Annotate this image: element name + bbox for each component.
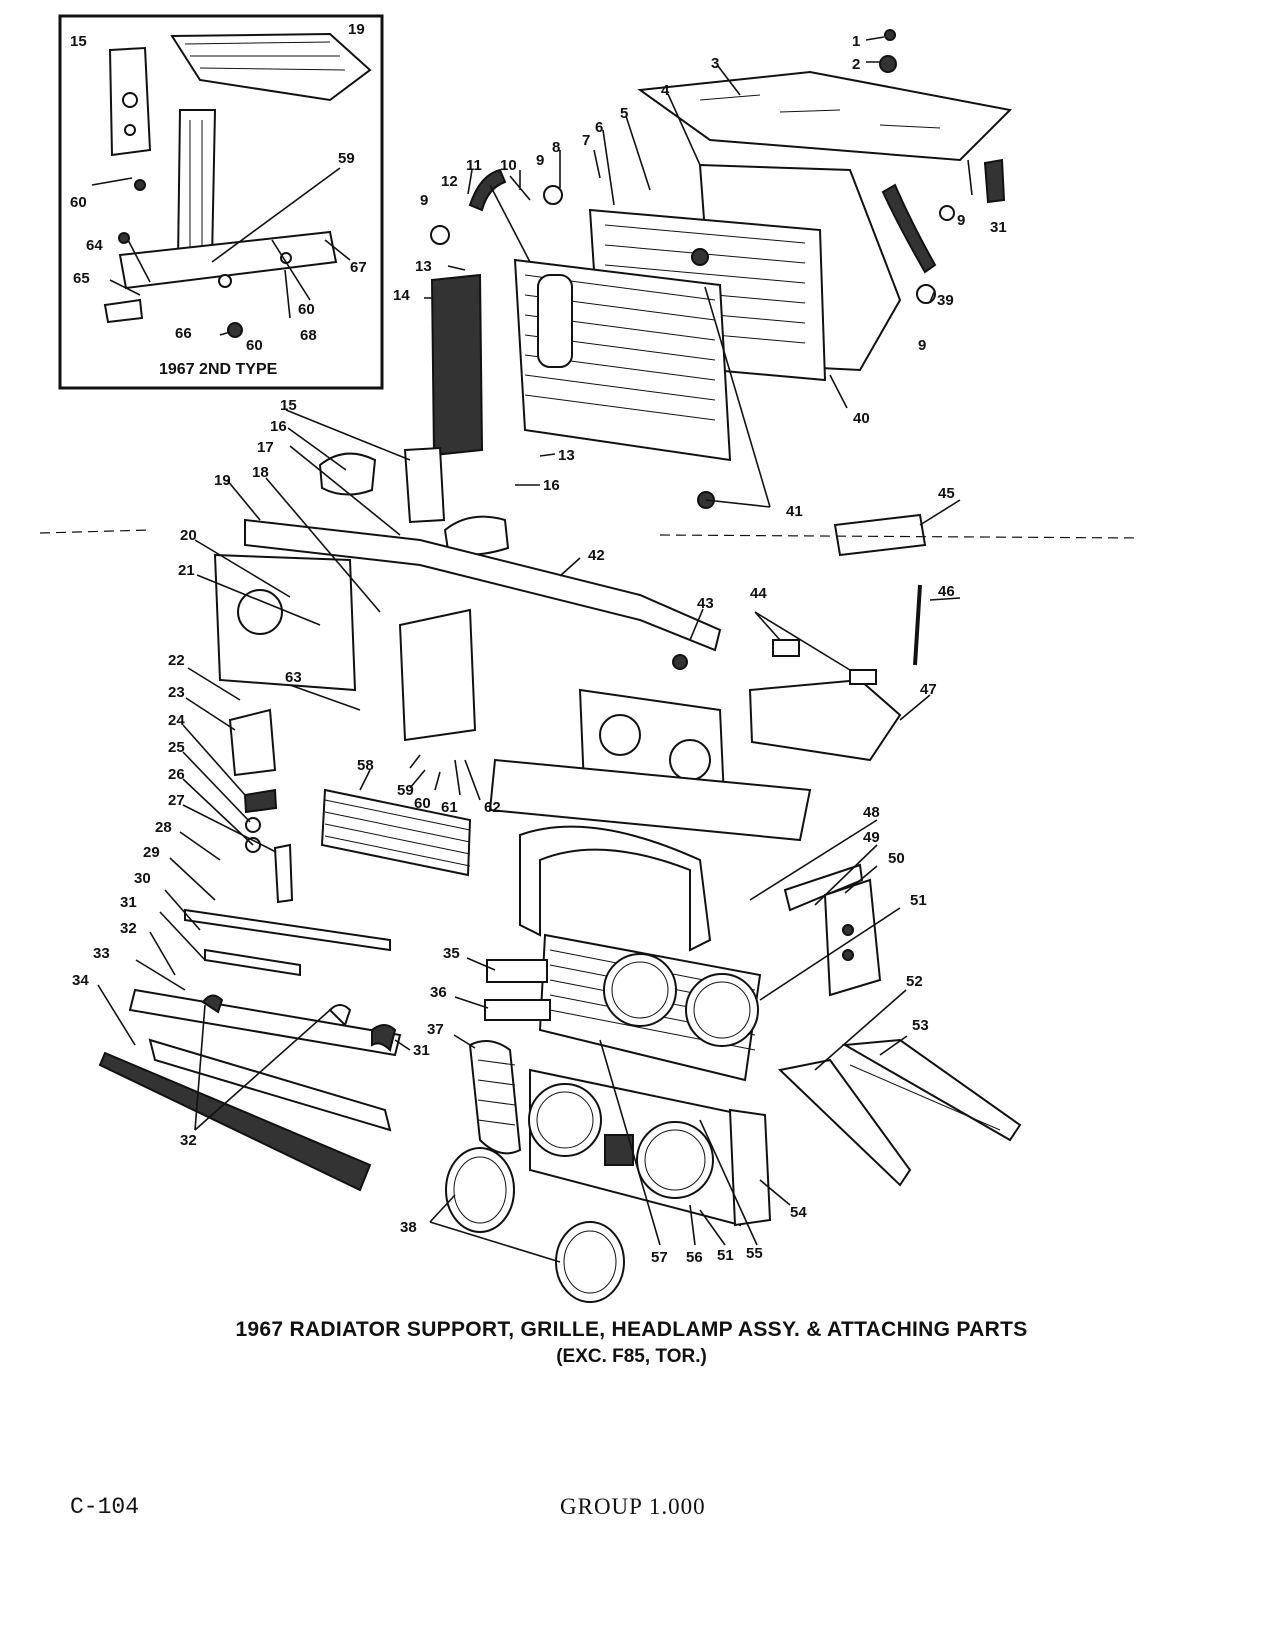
- callout-9: 9: [420, 192, 428, 209]
- callout-53: 53: [912, 1017, 929, 1034]
- callout-58: 58: [357, 757, 374, 774]
- callout-54: 54: [790, 1204, 807, 1221]
- callout-23: 23: [168, 684, 185, 701]
- caption-title: 1967 RADIATOR SUPPORT, GRILLE, HEADLAMP …: [235, 1318, 1028, 1341]
- callout-32: 32: [120, 920, 137, 937]
- callout-24: 24: [168, 712, 185, 729]
- callout-63: 63: [285, 669, 302, 686]
- callout-67: 67: [350, 259, 367, 276]
- callout-47: 47: [920, 681, 937, 698]
- callout-41: 41: [786, 503, 803, 520]
- callout-31: 31: [990, 219, 1007, 236]
- callout-31: 31: [413, 1042, 430, 1059]
- callout-25: 25: [168, 739, 185, 756]
- callout-46: 46: [938, 583, 955, 600]
- callout-61: 61: [441, 799, 458, 816]
- callout-7: 7: [582, 132, 590, 149]
- callout-27: 27: [168, 792, 185, 809]
- radiator-support-group: 15 16 17 18 19 20 21 42 43 44 45 46 47: [178, 397, 961, 842]
- callout-60: 60: [298, 301, 315, 318]
- grille-headlamp-group: 48 49 50 51 52 53 35 36 37 38 54 55 51 5…: [400, 804, 1022, 1303]
- callout-33: 33: [93, 945, 110, 962]
- callout-9: 9: [536, 152, 544, 169]
- callout-51: 51: [717, 1247, 734, 1264]
- callout-62: 62: [484, 799, 501, 816]
- callout-1: 1: [852, 33, 860, 50]
- inset-title: 1967 2ND TYPE: [159, 361, 278, 378]
- callout-15: 15: [70, 33, 87, 50]
- callout-16: 16: [543, 477, 560, 494]
- group-label: GROUP 1.000: [560, 1494, 706, 1519]
- callout-59: 59: [397, 782, 414, 799]
- callout-19: 19: [348, 21, 365, 38]
- callout-56: 56: [686, 1249, 703, 1266]
- callout-14: 14: [393, 287, 410, 304]
- callout-50: 50: [888, 850, 905, 867]
- callout-37: 37: [427, 1021, 444, 1038]
- callout-55: 55: [746, 1245, 763, 1262]
- callout-39: 39: [937, 292, 954, 309]
- callout-18: 18: [252, 464, 269, 481]
- callout-5: 5: [620, 105, 628, 122]
- callout-4: 4: [661, 82, 670, 99]
- callout-45: 45: [938, 485, 955, 502]
- callout-9: 9: [957, 212, 965, 229]
- callout-59: 59: [338, 150, 355, 167]
- left-fender-and-filler-group: 22 23 24 25 26 27 28 29 30 31 32 33 34 3…: [72, 652, 501, 1192]
- callout-32: 32: [180, 1132, 197, 1149]
- callout-51: 51: [910, 892, 927, 909]
- callout-16: 16: [270, 418, 287, 435]
- callout-13: 13: [558, 447, 575, 464]
- callout-22: 22: [168, 652, 185, 669]
- callout-26: 26: [168, 766, 185, 783]
- callout-52: 52: [906, 973, 923, 990]
- callout-42: 42: [588, 547, 605, 564]
- callout-30: 30: [134, 870, 151, 887]
- callout-9: 9: [918, 337, 926, 354]
- radiator-group: 1 2 3 4 5 6 7 8 9 10 11 12 9 13 14 9 31 …: [393, 29, 1013, 520]
- callout-29: 29: [143, 844, 160, 861]
- callout-68: 68: [300, 327, 317, 344]
- callout-40: 40: [853, 410, 870, 427]
- callout-20: 20: [180, 527, 197, 544]
- callout-12: 12: [441, 173, 458, 190]
- callout-44: 44: [750, 585, 767, 602]
- callout-48: 48: [863, 804, 880, 821]
- callout-65: 65: [73, 270, 90, 287]
- callout-31: 31: [120, 894, 137, 911]
- callout-38: 38: [400, 1219, 417, 1236]
- callout-13: 13: [415, 258, 432, 275]
- callout-21: 21: [178, 562, 195, 579]
- callout-60: 60: [246, 337, 263, 354]
- callout-49: 49: [863, 829, 880, 846]
- page-number: C-104: [70, 1494, 140, 1520]
- callout-66: 66: [175, 325, 192, 342]
- callout-6: 6: [595, 119, 603, 136]
- callout-3: 3: [711, 55, 719, 72]
- callout-17: 17: [257, 439, 274, 456]
- callout-2: 2: [852, 56, 860, 73]
- callout-15: 15: [280, 397, 297, 414]
- callout-11: 11: [466, 157, 482, 174]
- diagram-caption: 1967 RADIATOR SUPPORT, GRILLE, HEADLAMP …: [0, 1318, 1263, 1368]
- callout-10: 10: [500, 157, 517, 174]
- callout-36: 36: [430, 984, 447, 1001]
- inset-1967-2nd-type: 15 19 59 60 64 65 66 60 60 68 67 1967 2N…: [58, 14, 384, 390]
- callout-8: 8: [552, 139, 560, 156]
- callout-35: 35: [443, 945, 460, 962]
- callout-57: 57: [651, 1249, 668, 1266]
- callout-34: 34: [72, 972, 89, 989]
- callout-60: 60: [414, 795, 431, 812]
- callout-60: 60: [70, 194, 87, 211]
- callout-64: 64: [86, 237, 103, 254]
- caption-subtitle: (EXC. F85, TOR.): [556, 1346, 707, 1367]
- callout-28: 28: [155, 819, 172, 836]
- callout-43: 43: [697, 595, 714, 612]
- callout-19: 19: [214, 472, 231, 489]
